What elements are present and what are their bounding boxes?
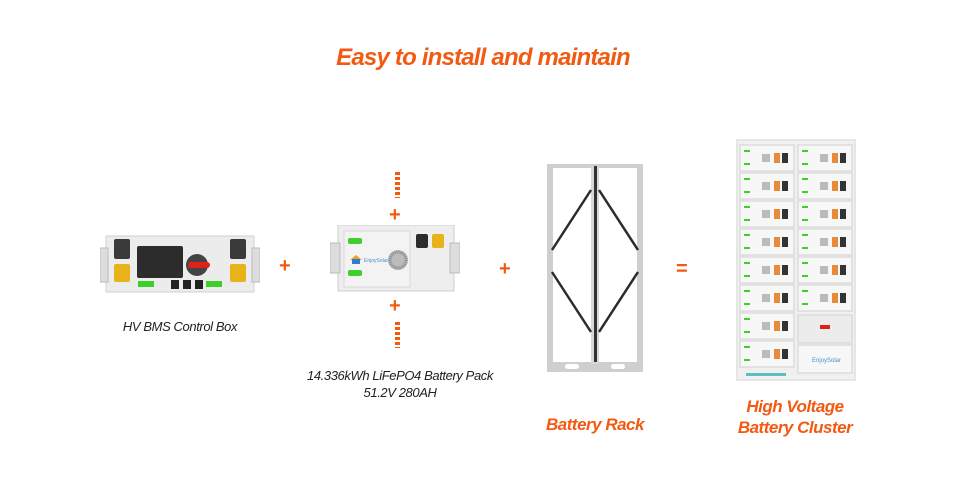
plus-operator-top: + xyxy=(389,204,401,226)
plus-operator: + xyxy=(499,258,511,280)
hv-bms-control-box-image xyxy=(100,235,260,293)
plus-operator: + xyxy=(279,255,291,277)
brand-panel xyxy=(797,344,853,374)
hv-bms-caption: HV BMS Control Box xyxy=(122,319,238,334)
battery-pack-caption-line1: 14.336kWh LiFePO4 Battery Pack xyxy=(307,368,493,383)
equals-operator: = xyxy=(676,258,688,280)
battery-rack-image xyxy=(547,164,643,372)
brand-logo: EnjoySolar xyxy=(364,258,389,264)
plus-operator-bottom: + xyxy=(389,295,401,317)
stack-continuation-top xyxy=(395,172,400,198)
battery-cluster-image: EnjoySolar xyxy=(736,139,856,381)
battery-rack-caption: Battery Rack xyxy=(546,415,644,434)
battery-pack-caption-line2: 51.2V 280AH xyxy=(363,385,437,400)
cluster-caption-line1: High Voltage xyxy=(746,397,844,416)
brand-logo: EnjoySolar xyxy=(812,358,841,364)
battery-pack-image: EnjoySolar xyxy=(330,225,460,292)
stack-continuation-bottom xyxy=(395,322,400,348)
cluster-caption-line2: Battery Cluster xyxy=(737,418,853,437)
page-title: Easy to install and maintain xyxy=(336,44,630,71)
